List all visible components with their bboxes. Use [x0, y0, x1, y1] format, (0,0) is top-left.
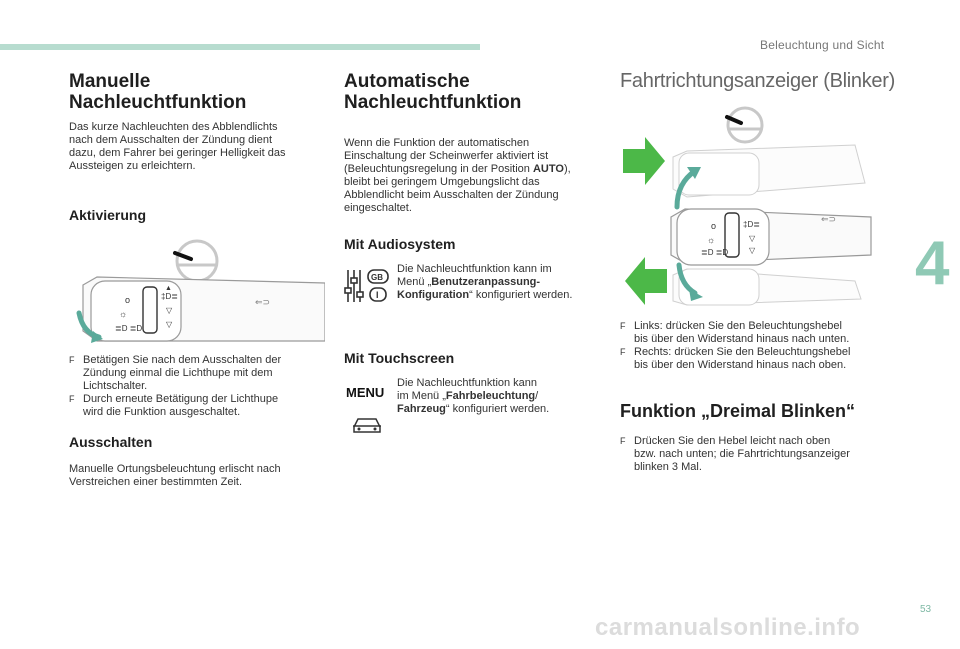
light-stalk-illustration-left: o ☼ ≣D ≣D ‡D≣ ▽ ▽ ▲ ⇐⊃: [76, 239, 325, 343]
arrow-right-icon: [623, 137, 665, 185]
indicators-title: Fahrtrichtungsanzeiger (Blinker): [620, 70, 895, 92]
switch-off-text: Manuelle Ortungsbeleuchtung erlischt nac…: [69, 463, 281, 488]
steering-wheel-icon: [726, 106, 764, 144]
svg-text:o: o: [125, 295, 130, 305]
triple-flash-bullet: F Drücken Sie den Hebel leicht nach oben…: [620, 435, 885, 474]
steering-wheel-icon: [175, 239, 219, 283]
activation-heading: Aktivierung: [69, 207, 147, 223]
svg-text:☼: ☼: [707, 235, 715, 245]
page-number: 53: [920, 604, 932, 615]
svg-text:▽: ▽: [166, 306, 173, 315]
touchscreen-text: Die Nachleuchtfunktion kann im Menü „Fah…: [397, 377, 550, 415]
svg-text:≣D ≣D: ≣D ≣D: [701, 248, 728, 257]
svg-text:o: o: [711, 221, 716, 231]
svg-text:▽: ▽: [749, 234, 756, 243]
arrow-left-icon: [625, 257, 667, 305]
svg-text:☼: ☼: [119, 309, 127, 319]
svg-text:⇐⊃: ⇐⊃: [821, 214, 836, 224]
bullet-item: F Betätigen Sie nach dem Ausschalten der…: [69, 354, 282, 392]
svg-text:‡D≣: ‡D≣: [743, 220, 760, 229]
svg-text:I: I: [376, 290, 379, 300]
activation-bullets: F Betätigen Sie nach dem Ausschalten der…: [69, 354, 321, 419]
svg-text:▽: ▽: [166, 320, 173, 329]
svg-text:▲: ▲: [165, 285, 172, 292]
svg-text:▽: ▽: [749, 246, 756, 255]
indicator-stalk-illustration: o ☼ ≣D ≣D ‡D≣ ▽ ▽ ⇐⊃: [623, 106, 872, 306]
manual-followme-title: Manuelle Nachleuchtfunktion: [69, 71, 247, 113]
switch-off-heading: Ausschalten: [69, 434, 153, 450]
audio-settings-icon: GB I: [344, 269, 389, 302]
indicator-bullets: F Links: drücken Sie den Beleuchtungsheb…: [620, 320, 885, 372]
bullet-item: F Durch erneute Betätigung der Lichthupe…: [69, 393, 279, 418]
section-title: Beleuchtung und Sicht: [760, 38, 885, 52]
header-accent-bar: [0, 44, 480, 50]
vehicle-icon: [353, 418, 381, 433]
manual-followme-intro: Das kurze Nachleuchten des Abblendlichts…: [69, 121, 286, 172]
audio-text: Die Nachleuchtfunktion kann im Menü „Ben…: [397, 263, 573, 301]
menu-label: MENU: [346, 385, 385, 400]
chapter-number: 4: [915, 229, 950, 298]
svg-text:≣D ≣D: ≣D ≣D: [115, 324, 142, 333]
bullet-item: F Links: drücken Sie den Beleuchtungsheb…: [620, 320, 850, 345]
triple-flash-heading: Funktion „Dreimal Blinken“: [620, 401, 856, 421]
bullet-item: F Drücken Sie den Hebel leicht nach oben…: [620, 435, 850, 473]
svg-text:GB: GB: [371, 273, 383, 282]
audio-heading: Mit Audiosystem: [344, 236, 456, 252]
touchscreen-heading: Mit Touchscreen: [344, 350, 455, 366]
watermark: carmanualsonline.info: [595, 614, 861, 641]
auto-followme-intro: Wenn die Funktion der automatischen Eins…: [344, 137, 571, 214]
bullet-item: F Rechts: drücken Sie den Beleuchtungshe…: [620, 346, 851, 371]
svg-text:⇐⊃: ⇐⊃: [255, 297, 270, 307]
auto-followme-title: Automatische Nachleuchtfunktion: [344, 71, 522, 113]
svg-text:‡D≣: ‡D≣: [161, 292, 178, 301]
